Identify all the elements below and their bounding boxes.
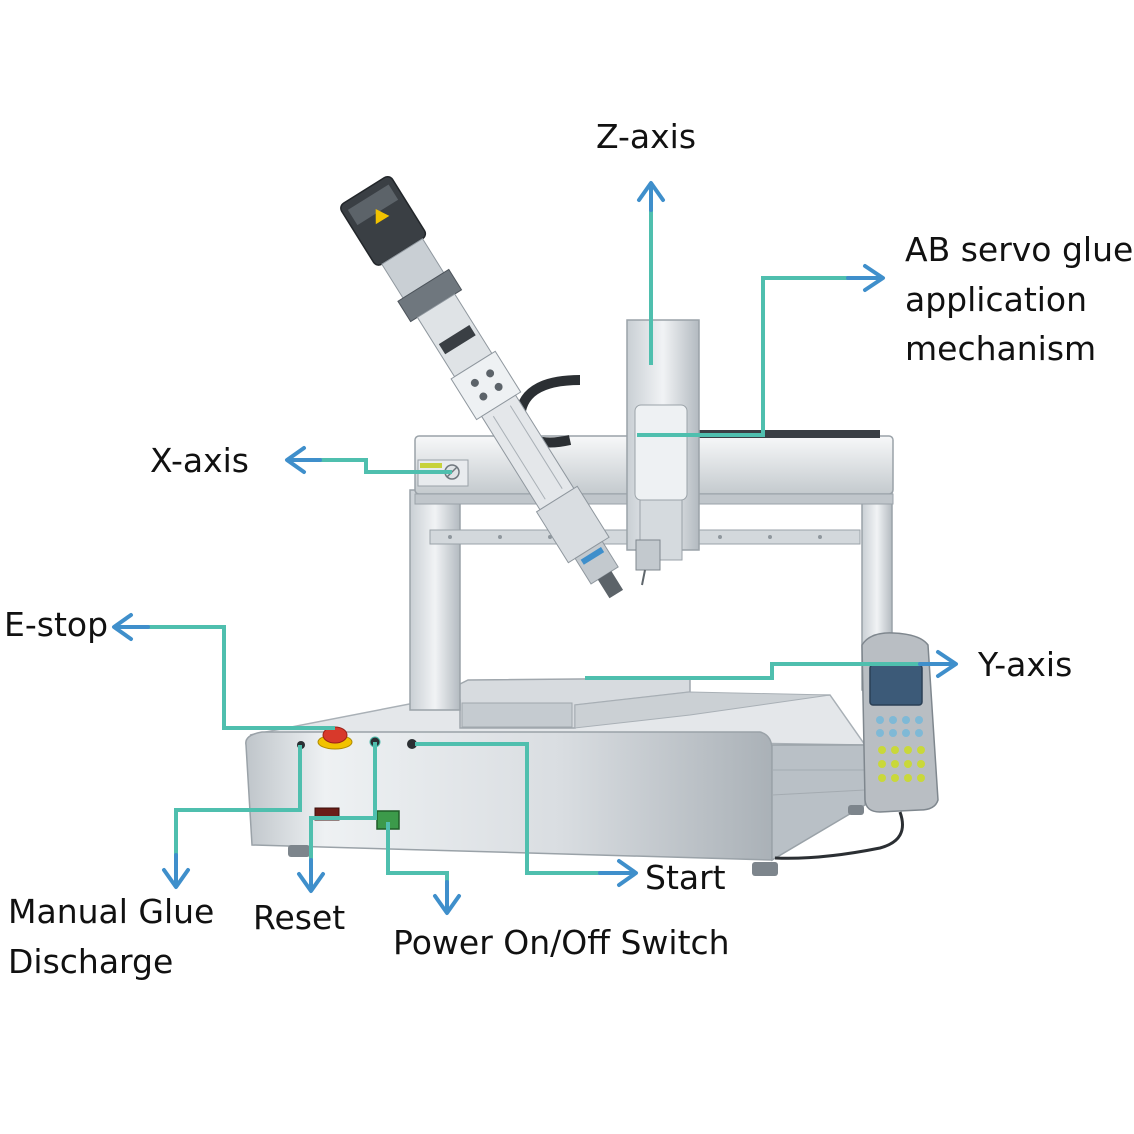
leader-reset xyxy=(309,742,377,880)
pendant-screen xyxy=(869,664,923,706)
label-manual-glue: Manual Glue Discharge xyxy=(8,887,214,986)
label-y-axis: Y-axis xyxy=(978,645,1073,684)
label-manual-glue-line1: Manual Glue xyxy=(8,892,215,931)
leader-ab-servo xyxy=(637,276,870,437)
leader-y-axis xyxy=(585,662,940,680)
label-x-axis: X-axis xyxy=(150,441,249,480)
foot-right xyxy=(752,862,778,876)
machine-illustration xyxy=(245,176,939,876)
ab-servo-dispenser-arm xyxy=(340,176,624,599)
dispense-needle-holder xyxy=(635,539,661,571)
label-power-switch: Power On/Off Switch xyxy=(393,923,730,962)
label-ab-servo: AB servo glue application mechanism xyxy=(905,225,1133,374)
arrow-heads xyxy=(112,181,958,915)
label-z-axis: Z-axis xyxy=(596,117,697,156)
foot-back xyxy=(848,805,864,815)
base-front-panel xyxy=(245,731,773,861)
gantry-column-left xyxy=(409,489,461,711)
label-ab-servo-line3: mechanism xyxy=(905,329,1097,368)
label-ab-servo-line2: application xyxy=(905,279,1088,319)
leader-start xyxy=(415,742,625,875)
label-e-stop: E-stop xyxy=(4,605,109,644)
base-right-side xyxy=(771,744,866,862)
start-button xyxy=(407,739,417,749)
leader-e-stop xyxy=(126,625,335,730)
leader-x-axis xyxy=(300,458,452,474)
leader-lines xyxy=(126,195,940,902)
label-ab-servo-line1: AB servo glue xyxy=(905,230,1134,269)
teach-pendant xyxy=(774,632,939,860)
label-reset: Reset xyxy=(253,898,346,937)
estop-button xyxy=(317,726,353,750)
label-manual-glue-line2: Discharge xyxy=(8,941,174,981)
label-start: Start xyxy=(645,858,726,897)
leader-manual-glue xyxy=(174,745,302,876)
foot-left xyxy=(288,845,310,857)
